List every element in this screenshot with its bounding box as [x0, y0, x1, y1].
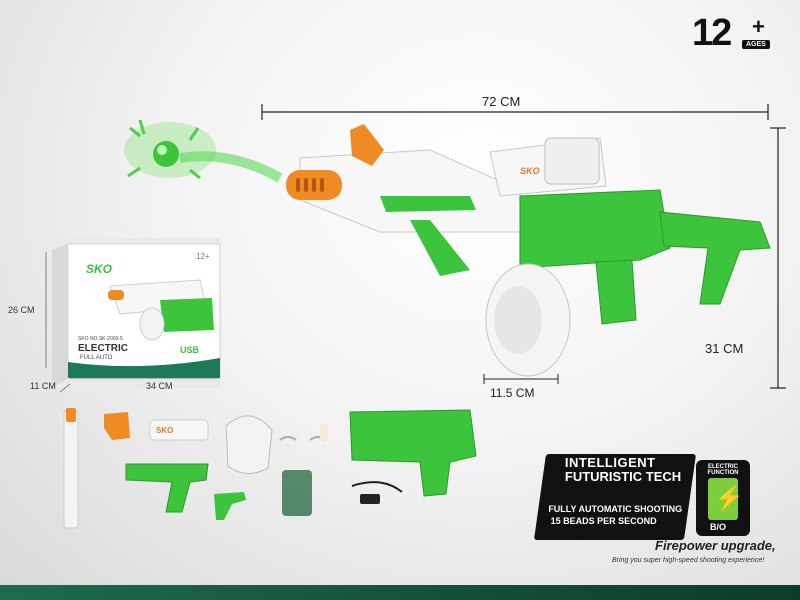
drum-dimension-line — [483, 374, 559, 384]
electric-label: B/O — [710, 522, 727, 532]
battery-icon — [708, 478, 738, 520]
box-height-label: 26 CM — [8, 305, 35, 315]
part-scope-brand: SKO — [156, 426, 174, 435]
length-dimension-line — [261, 104, 769, 120]
feature-line3: FULLY AUTOMATIC SHOOTING — [548, 504, 683, 514]
box-subtitle: FULL AUTO — [80, 355, 113, 361]
parts-layout — [63, 408, 477, 529]
box-model: SKO NO.SK-2000-5 — [78, 336, 123, 342]
age-number: 12 — [692, 12, 732, 54]
electric-header: ELECTRIC FUNCTION — [707, 464, 739, 476]
muzzle-splash — [124, 119, 283, 183]
height-label: 31 CM — [705, 341, 744, 356]
box-age: 12+ — [196, 252, 210, 261]
drum-label: 11.5 CM — [490, 386, 535, 400]
feature-line1: INTELLIGENT — [564, 455, 656, 470]
height-dimension-line — [770, 127, 786, 389]
age-badge: 12 + AGES — [692, 14, 782, 54]
electric-function-badge: ELECTRIC FUNCTION ⚡ B/O — [696, 460, 750, 536]
feature-badge: INTELLIGENT FUTURISTIC TECH FULLY AUTOMA… — [533, 454, 697, 540]
age-plus: + — [752, 14, 765, 39]
gun-brand-label: SKO — [520, 166, 540, 176]
box-logo: SKO — [86, 262, 113, 276]
feature-line4: 15 BEADS PER SECOND — [550, 516, 657, 526]
bottom-bar — [0, 585, 800, 600]
box-title: ELECTRIC — [78, 343, 128, 354]
tagline-headline: Firepower upgrade, — [655, 538, 776, 553]
length-label: 72 CM — [482, 94, 521, 109]
box-depth-label: 11 CM — [30, 381, 56, 391]
product-box — [52, 238, 221, 388]
blaster-gun — [286, 124, 771, 377]
age-label: AGES — [742, 40, 770, 49]
feature-line2: FUTURISTIC TECH — [564, 469, 682, 484]
box-width-label: 34 CM — [146, 381, 173, 391]
tagline-sub: Bring you super high-speed shooting expe… — [612, 557, 765, 564]
box-usb: USB — [180, 345, 200, 355]
lightning-icon: ⚡ — [714, 485, 744, 512]
